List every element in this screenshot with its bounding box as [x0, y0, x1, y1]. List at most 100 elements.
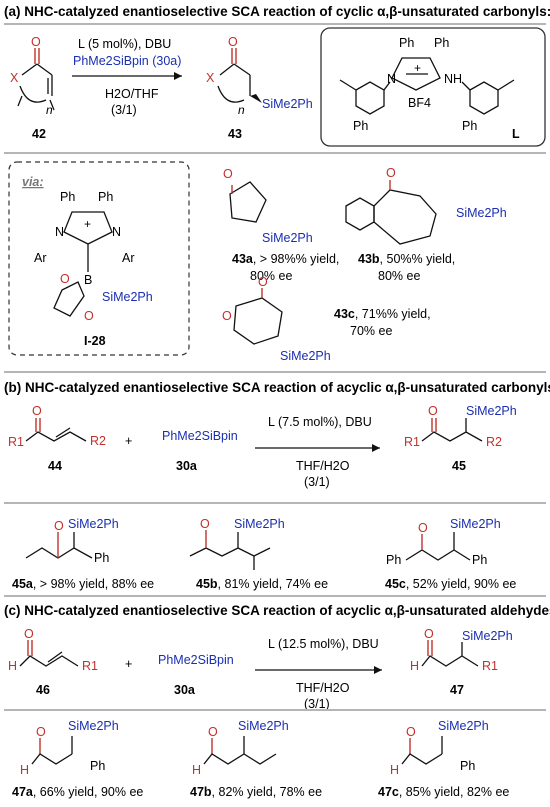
atom-label: N	[55, 225, 64, 239]
atom-label: , 85% yield, 82% ee	[399, 785, 510, 799]
atom-label: Ar	[34, 251, 47, 265]
atom-label: O	[208, 725, 218, 739]
product-43-structure: O X n SiMe2Ph 43	[206, 35, 313, 141]
heteroatom-x: X	[10, 71, 19, 85]
intermediate-I-28-structure: Ph Ph N N + Ar Ar B SiMe2Ph O O I-28	[34, 190, 153, 348]
example-47b-text: 47b, 82% yield, 78% ee	[190, 785, 322, 799]
atom-label: O	[428, 404, 438, 418]
enone-42-structure: O X n 42	[10, 35, 55, 141]
atom-label: R2	[486, 435, 502, 449]
condition-ratio-c: (3/1)	[304, 697, 330, 711]
atom-label: SiMe2Ph	[462, 629, 513, 643]
atom-label: O	[418, 521, 428, 535]
atom-label: SiMe2Ph	[68, 517, 119, 531]
via-label: via:	[22, 175, 44, 189]
atom-label: Ph	[472, 553, 487, 567]
reactant-44-id: 44	[48, 459, 62, 473]
atom-label: +	[414, 61, 421, 75]
atom-label: , > 98%% yield,	[253, 252, 340, 266]
example-43b-text: 43b, 50%% yield,	[358, 252, 455, 266]
example-47a: O H SiMe2Ph Ph 47a, 66% yield, 90% ee	[12, 719, 143, 799]
atom-label: SiMe2Ph	[102, 290, 153, 304]
condition-solvent-c: THF/H2O	[296, 681, 350, 695]
atom-label: R2	[90, 434, 106, 448]
atom-label: 47b	[190, 785, 212, 799]
enal-46-structure: O H R1 46	[8, 627, 98, 697]
reagent-c: PhMe2SiBpin	[158, 653, 234, 667]
tetrafluoroborate: BF4	[408, 96, 431, 110]
product-47-id: 47	[450, 683, 464, 697]
condition-ratio-b: (3/1)	[304, 475, 330, 489]
atom-label: O	[200, 517, 210, 531]
atom-label: SiMe2Ph	[234, 517, 285, 531]
atom-label: O	[406, 725, 416, 739]
atom-label: R1	[82, 659, 98, 673]
atom-label: Ph	[386, 553, 401, 567]
atom-label: 47a	[12, 785, 34, 799]
atom-label: , 52% yield, 90% ee	[406, 577, 517, 591]
example-43c: O O SiMe2Ph 43c, 71%% yield, 70% ee	[222, 275, 431, 363]
atom-label: O	[54, 519, 64, 533]
atom-label: O	[222, 309, 232, 323]
atom-label: B	[84, 273, 92, 287]
silyl-group-43: SiMe2Ph	[262, 97, 313, 111]
atom-label: N	[387, 72, 396, 86]
condition-catalyst-b: L (7.5 mol%), DBU	[268, 415, 372, 429]
atom-label: SiMe2Ph	[238, 719, 289, 733]
plus-b: +	[125, 434, 132, 448]
atom-label: R1	[8, 435, 24, 449]
atom-label: H	[192, 763, 201, 777]
atom-label: N	[112, 225, 121, 239]
atom-label: SiMe2Ph	[438, 719, 489, 733]
atom-label: O	[84, 309, 94, 323]
product-45-structure: O R1 SiMe2Ph R2 45	[404, 404, 517, 473]
atom-label: H	[390, 763, 399, 777]
condition-solvent-b: THF/H2O	[296, 459, 350, 473]
atom-label: SiMe2Ph	[262, 231, 313, 245]
example-45b-text: 45b, 81% yield, 74% ee	[196, 577, 328, 591]
atom-label: SiMe2Ph	[456, 206, 507, 220]
intermediate-box	[8, 161, 190, 356]
atom-label: 45a	[12, 577, 34, 591]
atom-label: O	[258, 275, 268, 289]
atom-label: , 82% yield, 78% ee	[212, 785, 323, 799]
atom-label: , 66% yield, 90% ee	[33, 785, 144, 799]
example-45a: O SiMe2Ph Ph 45a, > 98% yield, 88% ee	[12, 517, 154, 591]
example-47a-text: 47a, 66% yield, 90% ee	[12, 785, 143, 799]
product-47-structure: O H SiMe2Ph R1 47	[410, 627, 513, 697]
intermediate-id: I-28	[84, 334, 106, 348]
atom-label: R1	[404, 435, 420, 449]
atom-label: X	[206, 71, 215, 85]
condition-ratio-a: (3/1)	[111, 103, 137, 117]
atom-label: 47c	[378, 785, 399, 799]
atom-label: H	[20, 763, 29, 777]
example-45c-text: 45c, 52% yield, 90% ee	[385, 577, 516, 591]
example-43b: O SiMe2Ph 43b, 50%% yield, 80% ee	[345, 166, 507, 283]
reagent-b: PhMe2SiBpin	[162, 429, 238, 443]
condition-solvent-a: H2O/THF	[105, 87, 159, 101]
atom-label: SiMe2Ph	[466, 404, 517, 418]
example-45a-text: 45a, > 98% yield, 88% ee	[12, 577, 154, 591]
carbonyl-oxygen: O	[31, 35, 41, 49]
example-43a-ee: 80% ee	[250, 269, 292, 283]
atom-label: , 71%% yield,	[355, 307, 431, 321]
atom-label: SiMe2Ph	[68, 719, 119, 733]
atom-label: Ph	[90, 759, 105, 773]
atom-label: SiMe2Ph	[280, 349, 331, 363]
atom-label: O	[60, 272, 70, 286]
example-47b: O H SiMe2Ph 47b, 82% yield, 78% ee	[190, 719, 322, 799]
example-43c-ee: 70% ee	[350, 324, 392, 338]
atom-label: Ph	[399, 36, 414, 50]
atom-label: Ph	[94, 551, 109, 565]
atom-label: Ar	[122, 251, 135, 265]
example-43a: O SiMe2Ph 43a, > 98%% yield, 80% ee	[223, 167, 339, 283]
atom-label: O	[386, 166, 396, 180]
section-a-title: (a) NHC-catalyzed enantioselective SCA r…	[4, 4, 550, 19]
section-c-title: (c) NHC-catalyzed enantioselective SCA r…	[4, 603, 550, 618]
atom-label: n	[238, 103, 245, 117]
ring-size-n: n	[46, 103, 53, 117]
atom-label: H	[410, 659, 419, 673]
atom-label: Ph	[98, 190, 113, 204]
atom-label: H	[8, 659, 17, 673]
atom-label: +	[84, 217, 91, 231]
